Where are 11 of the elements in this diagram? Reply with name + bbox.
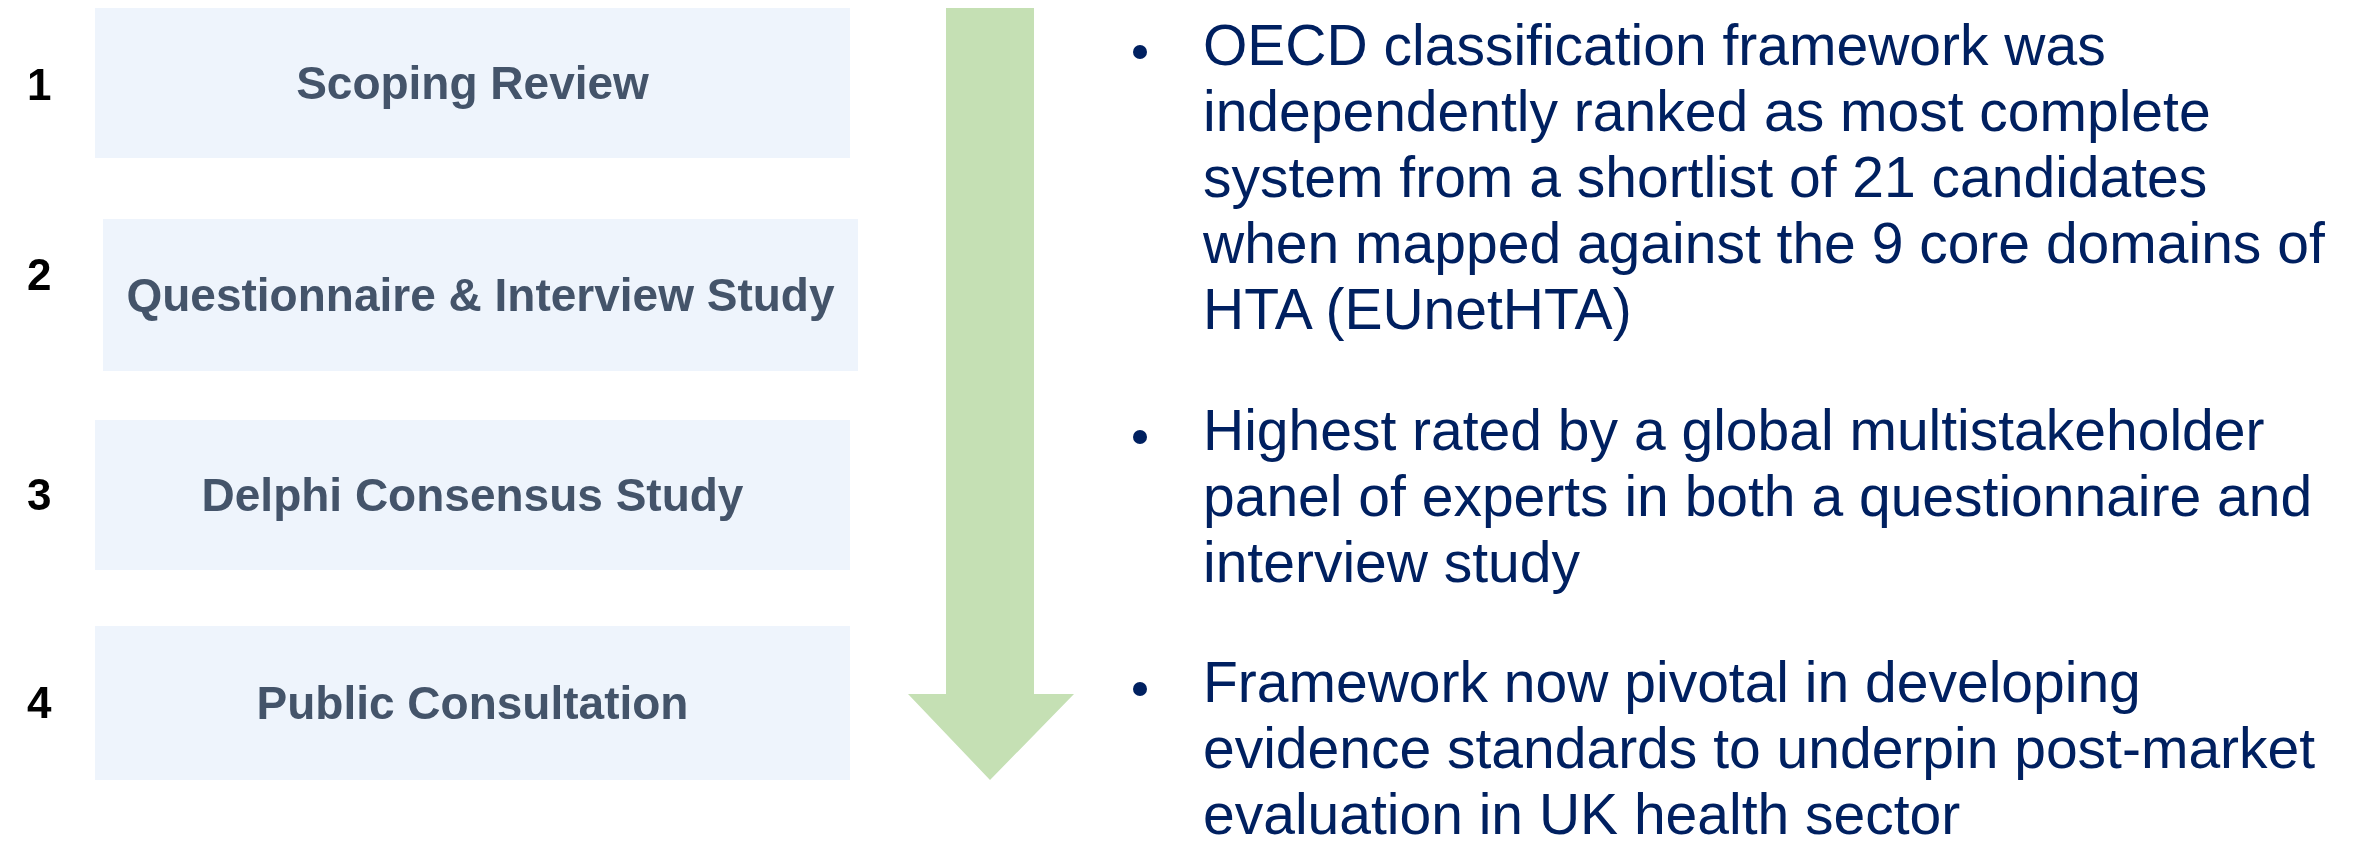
- bullet-text: OECD classification framework was independently ranked as most complete system from a shortlist of 21 candidates when mapped against the 9 core domains of HTA (EUnetHTA): [1203, 12, 2326, 342]
- step-box: Delphi Consensus Study: [95, 420, 850, 570]
- step-number: 4: [27, 678, 52, 728]
- step-number: 3: [27, 470, 52, 520]
- bullet-text: Framework now pivotal in developing evidence standards to underpin post-market evaluation in UK health sector: [1203, 649, 2317, 847]
- step-box: Scoping Review: [95, 8, 850, 158]
- step-number: 1: [27, 60, 52, 110]
- step-number: 2: [27, 250, 52, 300]
- step-box: Public Consultation: [95, 626, 850, 780]
- bullet-text: Highest rated by a global multistakeholder panel of experts in both a questionnaire and interview study: [1203, 397, 2314, 595]
- step-box: Questionnaire & Interview Study: [103, 219, 858, 371]
